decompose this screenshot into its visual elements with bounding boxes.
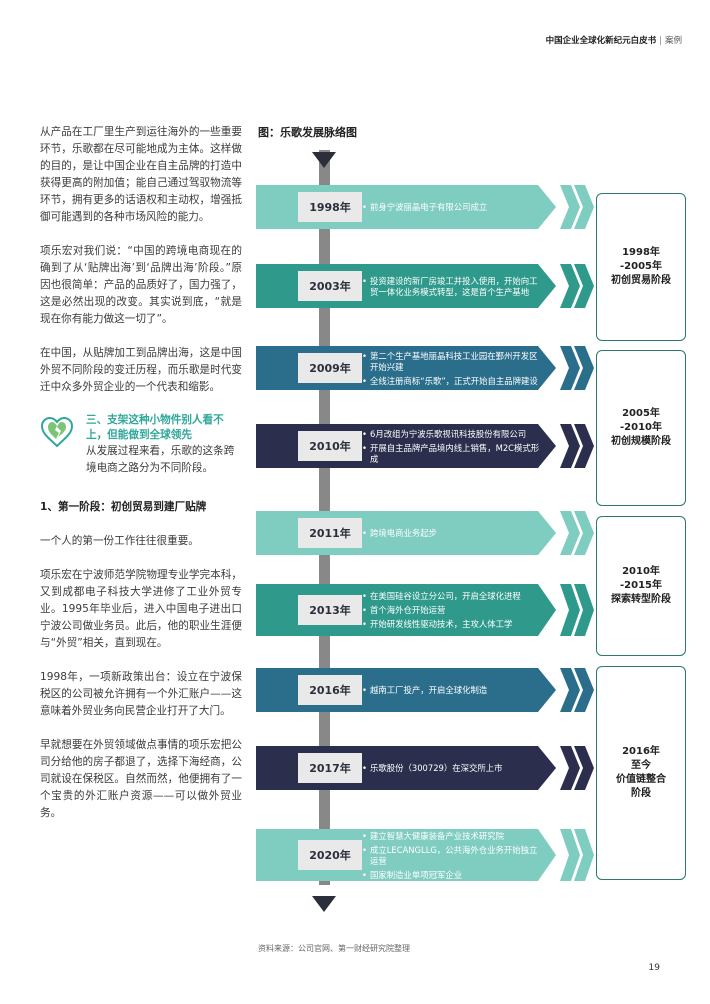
timeline-year: 2016年 <box>298 675 362 705</box>
timeline-year: 2003年 <box>298 271 362 301</box>
header-title: 中国企业全球化新纪元白皮书 <box>545 36 657 46</box>
timeline-event-item: 开始研发线性驱动技术，主攻人体工学 <box>362 619 542 630</box>
timeline-events: 跨境电商业务起步 <box>362 528 542 542</box>
timeline-year: 2013年 <box>298 595 362 625</box>
phase-label-line: 初创贸易阶段 <box>611 275 671 286</box>
header-tag: 案例 <box>664 36 682 46</box>
chevron-right-icon <box>574 746 594 790</box>
arrow-down-icon <box>312 896 336 912</box>
timeline-year: 2010年 <box>298 431 362 461</box>
timeline-event-item: 全线注册商标“乐歌”，正式开始自主品牌建设 <box>362 376 542 387</box>
phase-label-line: 2005年 <box>622 408 660 419</box>
timeline-event-item: 首个海外仓开始运营 <box>362 605 542 616</box>
chevron-right-icon <box>574 668 594 712</box>
timeline-events: 建立智慧大健康装备产业技术研究院成立LECANGLLG，公共海外仓业务开始独立运… <box>362 831 542 884</box>
phase-label-line: -2015年 <box>620 580 662 591</box>
timeline-event-item: 跨境电商业务起步 <box>362 528 542 539</box>
chevron-right-icon <box>574 346 594 390</box>
broken-heart-icon <box>40 416 74 448</box>
timeline-event-item: 6月改组为宁波乐歌视讯科技股份有限公司 <box>362 429 542 440</box>
phase-box: 2016年至今价值链整合阶段 <box>596 666 686 880</box>
phase-label-line: -2005年 <box>620 261 662 272</box>
chevron-right-icon <box>560 424 580 468</box>
phase-label-line: 至今 <box>631 760 651 771</box>
chevron-right-icon <box>574 584 594 636</box>
section-heading: 三、支架这种小物件别人看不上，但能做到全球领先 从发展过程来看，乐歌的这条跨境电… <box>40 413 242 477</box>
timeline-events: 6月改组为宁波乐歌视讯科技股份有限公司开展自主品牌产品境内线上销售，M2C模式形… <box>362 429 542 468</box>
chevron-right-icon <box>560 264 580 308</box>
timeline-year: 1998年 <box>298 192 362 222</box>
phase-box: 1998年 -2005年初创贸易阶段 <box>596 193 686 341</box>
timeline-events: 第二个生产基地丽晶科技工业园在鄞州开发区开始兴建全线注册商标“乐歌”，正式开始自… <box>362 351 542 390</box>
chevron-right-icon <box>574 829 594 881</box>
paragraph: 早就想要在外贸领域做点事情的项乐宏把公司分给他的房子都退了，选择下海经商，公司就… <box>40 739 242 819</box>
section-title: 三、支架这种小物件别人看不上，但能做到全球领先 <box>86 414 224 441</box>
section-intro: 从发展过程来看，乐歌的这条跨境电商之路分为不同阶段。 <box>86 445 235 474</box>
chevron-right-icon <box>560 346 580 390</box>
timeline-event-item: 乐歌股份（300729）在深交所上市 <box>362 763 542 774</box>
phase-box: 2005年 -2010年初创规模阶段 <box>596 350 686 506</box>
chevron-right-icon <box>574 424 594 468</box>
timeline-year: 2017年 <box>298 753 362 783</box>
phase-label-line: 阶段 <box>631 788 651 799</box>
chevron-right-icon <box>560 185 580 229</box>
chevron-right-icon <box>560 668 580 712</box>
phase-label-line: 1998年 <box>622 247 660 258</box>
timeline-events: 在美国硅谷设立分公司，开启全球化进程首个海外仓开始运营开始研发线性驱动技术，主攻… <box>362 591 542 633</box>
timeline-event-item: 国家制造业单项冠军企业 <box>362 870 542 881</box>
timeline-events: 越南工厂投产，开启全球化制造 <box>362 685 542 699</box>
phase-label-line: 2016年 <box>622 746 660 757</box>
chevron-right-icon <box>560 511 580 555</box>
timeline-event-item: 越南工厂投产，开启全球化制造 <box>362 685 542 696</box>
arrow-down-icon <box>312 152 336 168</box>
timeline-events: 前身宁波丽晶电子有限公司成立 <box>362 202 542 216</box>
timeline-year: 2009年 <box>298 353 362 383</box>
timeline-event-item: 成立LECANGLLG，公共海外仓业务开始独立运营 <box>362 845 542 867</box>
phase-label-line: 初创规模阶段 <box>611 436 671 447</box>
timeline-event-item: 建立智慧大健康装备产业技术研究院 <box>362 831 542 842</box>
phase-label-line: -2010年 <box>620 422 662 433</box>
phase-label-line: 2010年 <box>622 566 660 577</box>
timeline-year: 2011年 <box>298 518 362 548</box>
header-separator: | <box>659 36 663 46</box>
timeline-event-item: 前身宁波丽晶电子有限公司成立 <box>362 202 542 213</box>
timeline-event-item: 在美国硅谷设立分公司，开启全球化进程 <box>362 591 542 602</box>
paragraph: 1998年，一项新政策出台：设立在宁波保税区的公司被允许拥有一个外汇账户——这意… <box>40 671 242 717</box>
timeline-event-item: 第二个生产基地丽晶科技工业园在鄞州开发区开始兴建 <box>362 351 542 373</box>
chevron-right-icon <box>560 746 580 790</box>
paragraph: 项乐宏在宁波师范学院物理专业学完本科，又到成都电子科技大学进修了工业外贸专业。1… <box>40 569 242 649</box>
timeline-events: 乐歌股份（300729）在深交所上市 <box>362 763 542 777</box>
body-text-column: 从产品在工厂里生产到运往海外的一些重要环节，乐歌都在尽可能地成为主体。这样做的目… <box>40 124 242 839</box>
phase-box: 2010年 -2015年探索转型阶段 <box>596 516 686 656</box>
figure-title: 图：乐歌发展脉络图 <box>258 126 357 139</box>
chevron-right-icon <box>560 584 580 636</box>
paragraph: 一个人的第一份工作往往很重要。 <box>40 535 199 547</box>
timeline-event-item: 投资建设的新厂房竣工并投入使用，开始向工贸一体化业务模式转型，这是首个生产基地 <box>362 276 542 298</box>
page-number: 19 <box>648 963 660 973</box>
paragraph: 项乐宏对我们说：“中国的跨境电商现在的确到了从‘贴牌出海’到‘品牌出海’阶段。”… <box>40 245 242 325</box>
phase-label-line: 价值链整合 <box>616 774 666 785</box>
paragraph: 从产品在工厂里生产到运往海外的一些重要环节，乐歌都在尽可能地成为主体。这样做的目… <box>40 126 242 223</box>
subheading: 1、第一阶段：初创贸易到建厂贴牌 <box>40 501 207 513</box>
timeline-events: 投资建设的新厂房竣工并投入使用，开始向工贸一体化业务模式转型，这是首个生产基地 <box>362 276 542 301</box>
page-header: 中国企业全球化新纪元白皮书 | 案例 <box>546 34 682 46</box>
chevron-right-icon <box>574 185 594 229</box>
timeline-event-item: 开展自主品牌产品境内线上销售，M2C模式形成 <box>362 443 542 465</box>
source-note: 资料来源：公司官网、第一财经研究院整理 <box>258 944 410 953</box>
chevron-right-icon <box>560 829 580 881</box>
chevron-right-icon <box>574 511 594 555</box>
chevron-right-icon <box>574 264 594 308</box>
timeline-year: 2020年 <box>298 840 362 870</box>
paragraph: 在中国，从贴牌加工到品牌出海，这是中国外贸不同阶段的变迁历程，而乐歌是时代变迁中… <box>40 347 242 393</box>
phase-label-line: 探索转型阶段 <box>611 594 671 605</box>
